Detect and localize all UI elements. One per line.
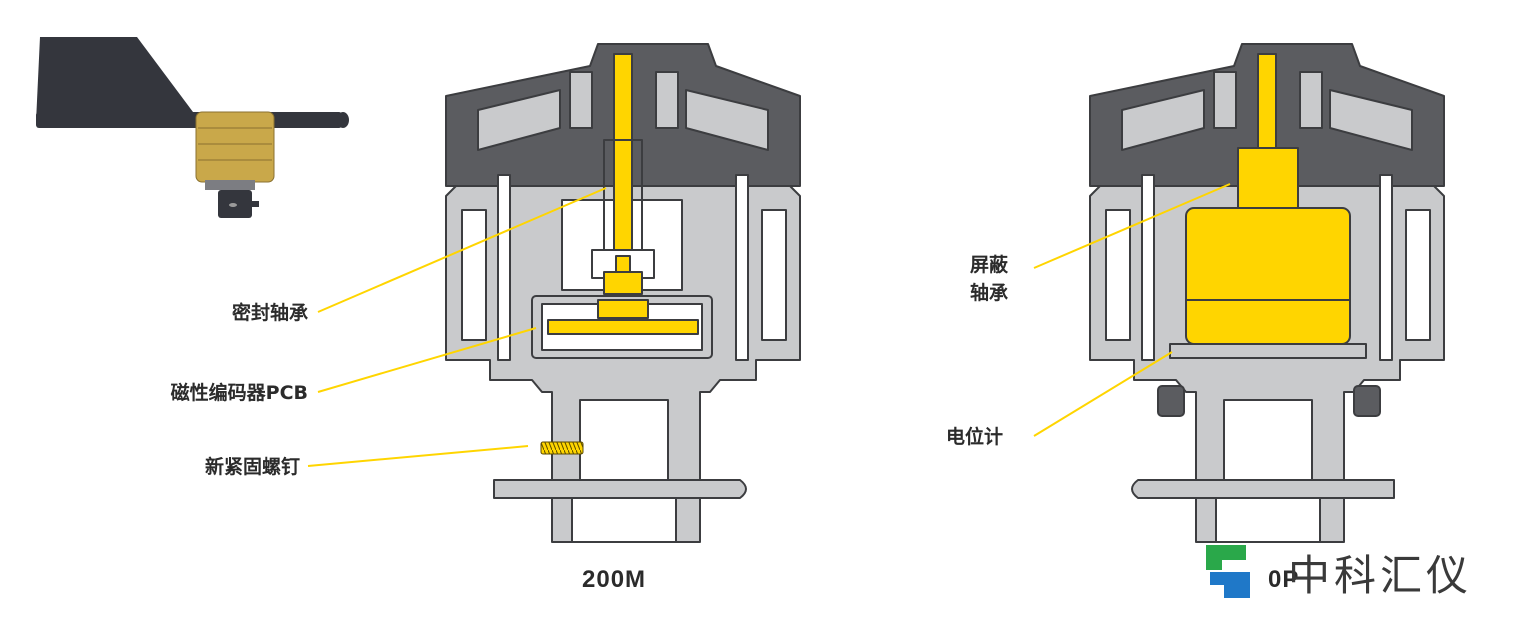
leader-encoder-pcb	[317, 327, 537, 393]
leader-shielded-bearing	[1033, 183, 1231, 269]
label-set-screw: 新紧固螺钉	[204, 456, 300, 478]
label-shielded-bearing-line2: 轴承	[970, 282, 1009, 304]
caption-left-model: 200M	[582, 566, 647, 593]
leader-lines	[307, 183, 1231, 467]
watermark-text: 中科汇仪	[1288, 551, 1473, 600]
label-magnetic-encoder-pcb: 磁性编码器PCB	[170, 382, 308, 404]
label-sealed-bearing: 密封轴承	[231, 302, 308, 324]
leader-sealed-bearing	[317, 187, 607, 313]
leader-set-screw	[307, 445, 529, 467]
sensor-200m-cross-section	[445, 43, 801, 543]
caption-right-model: 0P	[1268, 566, 1300, 593]
sensor-0p-cross-section	[1089, 43, 1445, 543]
wind-vane-illustration	[36, 37, 349, 218]
watermark-logo-icon	[1206, 545, 1250, 598]
label-potentiometer: 电位计	[946, 426, 1004, 448]
label-shielded-bearing-line1: 屏蔽	[970, 254, 1009, 276]
leader-potentiometer	[1033, 351, 1173, 437]
